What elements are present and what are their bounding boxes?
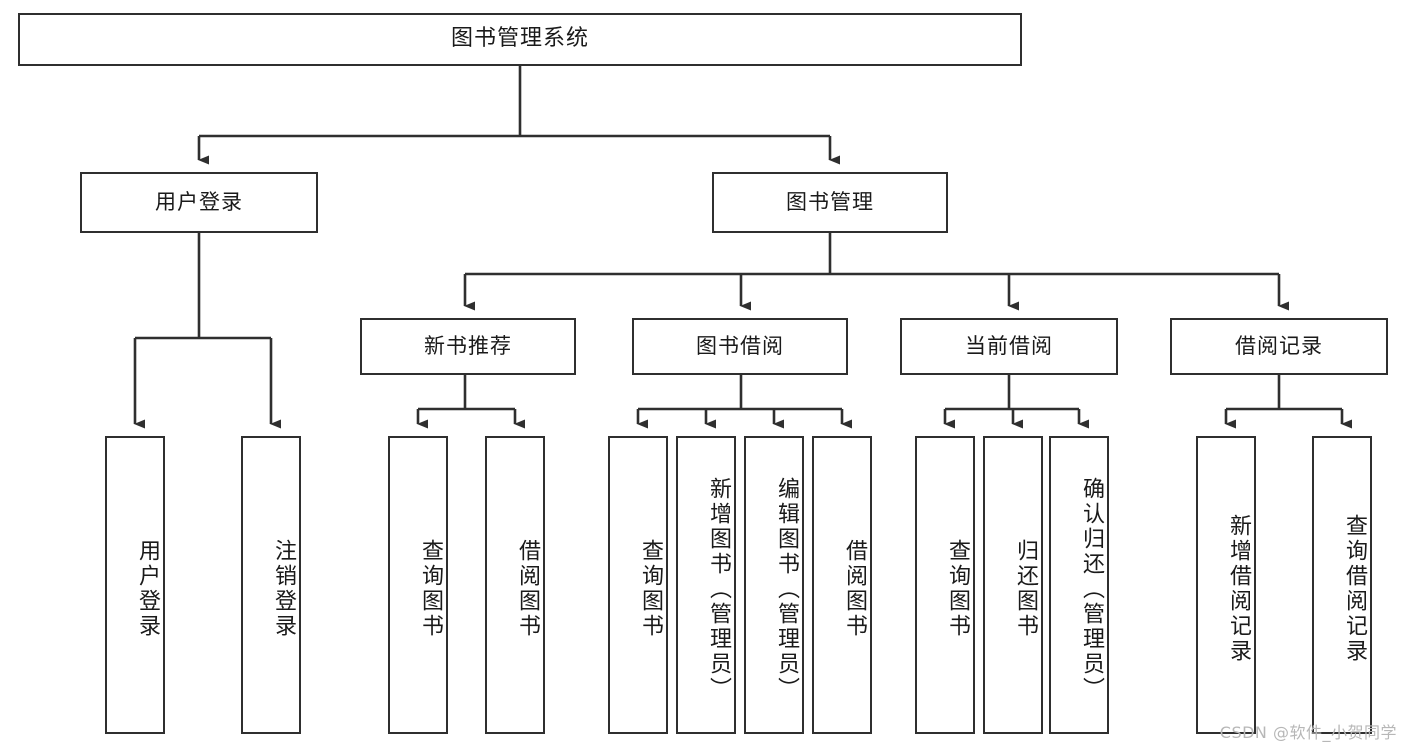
leaf-borrow-book-2[interactable]: 借阅图书 bbox=[812, 436, 872, 734]
node-new-book-recommend[interactable]: 新书推荐 bbox=[360, 318, 576, 375]
leaf-query-book-1-label: 查询图书 bbox=[418, 539, 443, 639]
leaf-user-logout-label: 注销登录 bbox=[271, 539, 296, 639]
node-root-system[interactable]: 图书管理系统 bbox=[18, 13, 1022, 66]
node-user-login-label: 用户登录 bbox=[155, 189, 243, 214]
leaf-add-record[interactable]: 新增借阅记录 bbox=[1196, 436, 1256, 734]
node-root-label: 图书管理系统 bbox=[450, 26, 589, 52]
leaf-query-book-2[interactable]: 查询图书 bbox=[608, 436, 668, 734]
leaf-query-book-3[interactable]: 查询图书 bbox=[915, 436, 975, 734]
leaf-query-record[interactable]: 查询借阅记录 bbox=[1312, 436, 1372, 734]
leaf-query-book-3-label: 查询图书 bbox=[945, 539, 970, 639]
csdn-watermark: CSDN @软件_小贺同学 bbox=[1219, 723, 1397, 742]
node-new-book-recommend-label: 新书推荐 bbox=[424, 333, 512, 358]
leaf-query-book-1[interactable]: 查询图书 bbox=[388, 436, 448, 734]
node-current-borrow[interactable]: 当前借阅 bbox=[900, 318, 1118, 375]
node-borrow-record-label: 借阅记录 bbox=[1235, 333, 1323, 358]
node-current-borrow-label: 当前借阅 bbox=[965, 333, 1053, 358]
node-user-login[interactable]: 用户登录 bbox=[80, 172, 318, 233]
leaf-return-book-label: 归还图书 bbox=[1013, 539, 1038, 639]
node-borrow-record[interactable]: 借阅记录 bbox=[1170, 318, 1388, 375]
leaf-edit-book[interactable]: 编辑图书（管理员） bbox=[744, 436, 804, 734]
leaf-confirm-return[interactable]: 确认归还（管理员） bbox=[1049, 436, 1109, 734]
leaf-borrow-book-1-label: 借阅图书 bbox=[515, 539, 540, 639]
leaf-add-record-label: 新增借阅记录 bbox=[1226, 514, 1251, 664]
leaf-add-book[interactable]: 新增图书（管理员） bbox=[676, 436, 736, 734]
leaf-return-book[interactable]: 归还图书 bbox=[983, 436, 1043, 734]
leaf-query-book-2-label: 查询图书 bbox=[638, 539, 663, 639]
leaf-user-login-label: 用户登录 bbox=[135, 539, 160, 639]
leaf-query-record-label: 查询借阅记录 bbox=[1342, 514, 1367, 664]
node-book-manage[interactable]: 图书管理 bbox=[712, 172, 948, 233]
leaf-borrow-book-2-label: 借阅图书 bbox=[842, 539, 867, 639]
node-book-borrow-label: 图书借阅 bbox=[696, 333, 784, 358]
leaf-add-book-label: 新增图书（管理员） bbox=[706, 476, 731, 702]
leaf-borrow-book-1[interactable]: 借阅图书 bbox=[485, 436, 545, 734]
leaf-edit-book-label: 编辑图书（管理员） bbox=[774, 476, 799, 702]
leaf-user-login[interactable]: 用户登录 bbox=[105, 436, 165, 734]
leaf-confirm-return-label: 确认归还（管理员） bbox=[1079, 476, 1104, 702]
leaf-user-logout[interactable]: 注销登录 bbox=[241, 436, 301, 734]
node-book-borrow[interactable]: 图书借阅 bbox=[632, 318, 848, 375]
node-book-manage-label: 图书管理 bbox=[786, 189, 874, 214]
